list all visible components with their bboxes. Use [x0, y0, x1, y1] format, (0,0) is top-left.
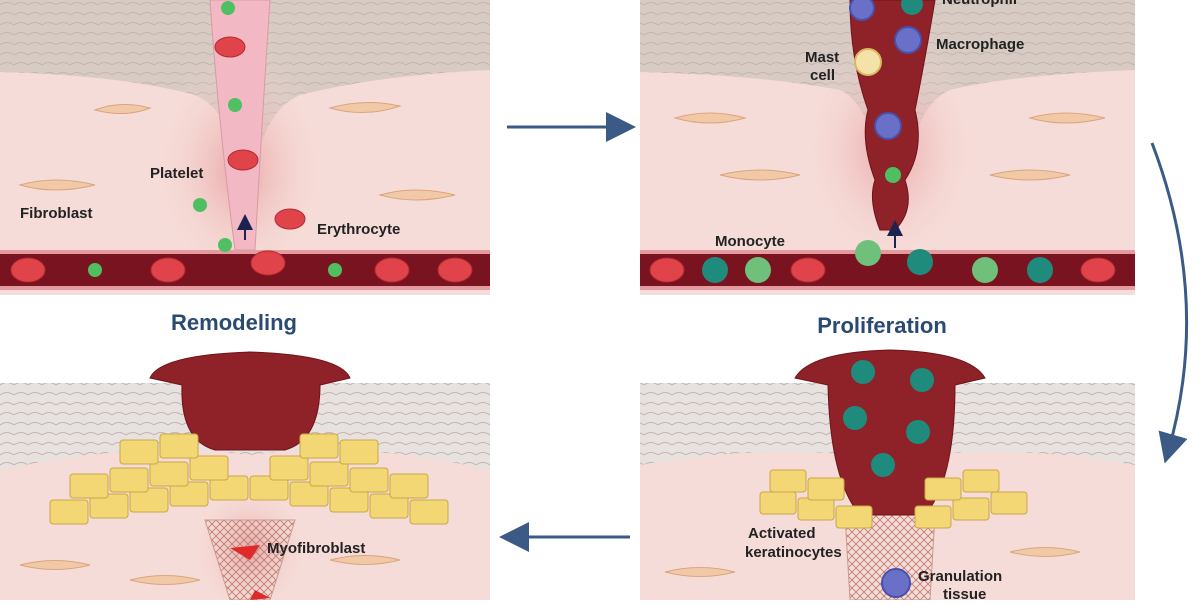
panel-proliferation: Activated keratinocytes Granulation tiss…: [640, 349, 1135, 603]
label-platelet: Platelet: [150, 165, 203, 182]
label-monocyte: Monocyte: [715, 233, 785, 250]
label-granulation-line2: tissue: [943, 586, 986, 600]
label-mast-line1: Mast: [805, 49, 839, 66]
label-mast-line2: cell: [810, 67, 835, 84]
label-neutrophil: Neutrophil: [942, 0, 1017, 8]
panel-hemostasis: Platelet Fibroblast Erythrocyte: [0, 0, 490, 295]
keratinocyte-layer: [759, 469, 1028, 529]
label-erythrocyte: Erythrocyte: [317, 221, 400, 238]
label-fibroblast: Fibroblast: [20, 205, 93, 222]
keratinocyte-layer: [49, 433, 449, 525]
label-granulation-line1: Granulation: [918, 568, 1002, 585]
title-proliferation: Proliferation: [817, 313, 947, 338]
label-activated-line1: Activated: [748, 525, 816, 542]
label-macrophage: Macrophage: [936, 36, 1024, 53]
panel-remodeling: Myofibroblast: [0, 351, 490, 605]
blood-vessel: [0, 250, 490, 290]
panel-inflammation: Neutrophil Macrophage Mast cell Monocyte: [640, 0, 1135, 295]
myofibroblast-cells: [230, 545, 270, 600]
label-myofibroblast: Myofibroblast: [267, 540, 365, 557]
title-remodeling: Remodeling: [171, 310, 297, 335]
arrow-inflammation-to-proliferation: [1150, 142, 1189, 464]
label-activated-line2: keratinocytes: [745, 544, 842, 561]
